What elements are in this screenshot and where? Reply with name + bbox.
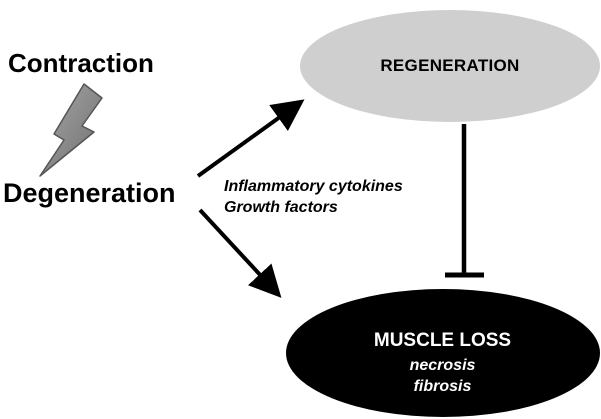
- muscle-loss-subitem: necrosis: [409, 357, 476, 374]
- mediator-item: Growth factors: [224, 199, 338, 216]
- regeneration-node: [300, 10, 600, 122]
- degeneration-label: Degeneration: [3, 178, 176, 208]
- mediators-list: Inflammatory cytokines Growth factors: [224, 176, 403, 218]
- muscle-loss-title: MUSCLE LOSS: [373, 330, 512, 351]
- arrow-to-muscle-loss: [198, 208, 282, 298]
- muscle-loss-node: [286, 289, 600, 417]
- muscle-loss-subitem: fibrosis: [413, 378, 472, 395]
- mediator-item: Inflammatory cytokines: [224, 178, 403, 195]
- arrow-to-regeneration: [196, 99, 305, 178]
- regeneration-label: REGENERATION: [380, 56, 520, 75]
- lightning-bolt-icon: [39, 83, 103, 177]
- contraction-label: Contraction: [8, 48, 154, 78]
